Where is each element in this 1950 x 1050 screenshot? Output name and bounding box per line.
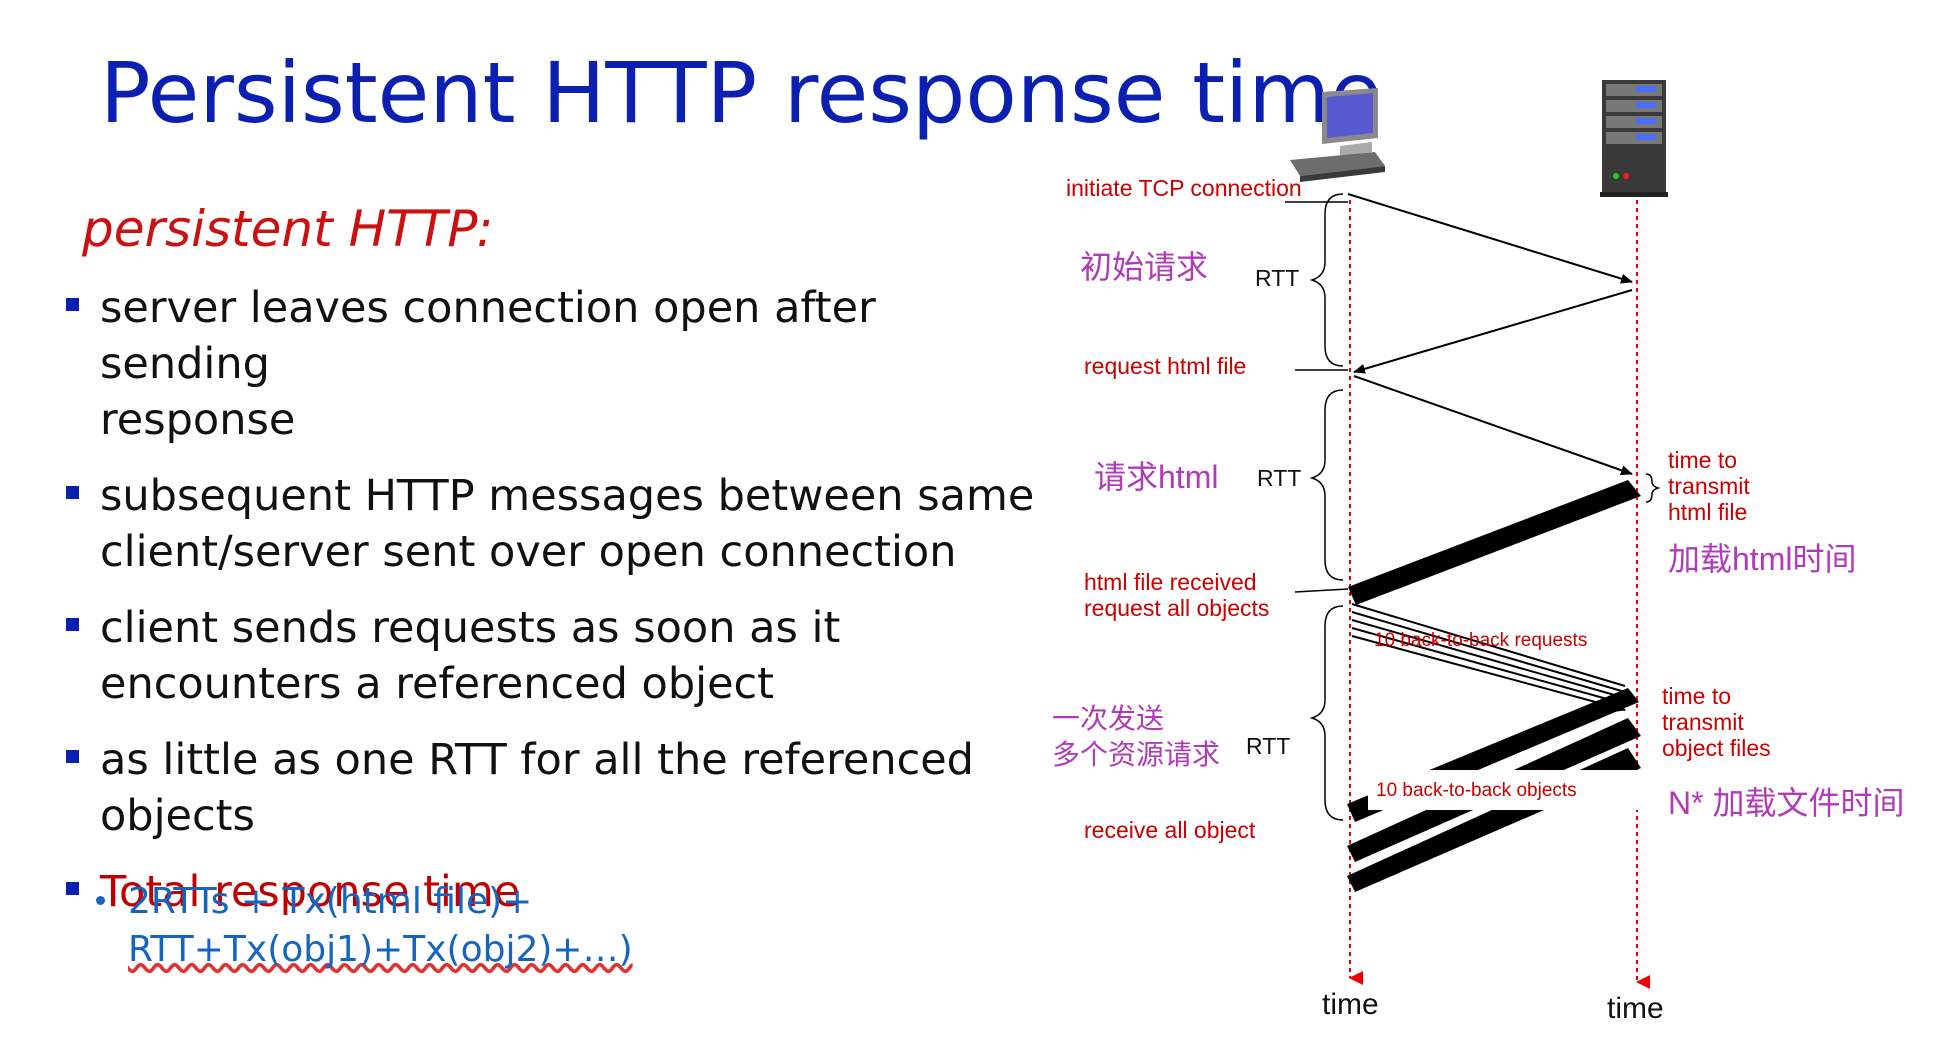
bullet-line: server leaves connection open after send… — [100, 283, 876, 389]
sub-bullet-formula: 2RTTs + Tx(html file)+ RTT+Tx(obj1)+Tx(o… — [96, 878, 728, 974]
label-rtt-2: RTT — [1257, 465, 1301, 491]
label-transmit-html-3: html file — [1668, 499, 1747, 525]
rtt-brace-3 — [1309, 605, 1344, 821]
section-subtitle: persistent HTTP: — [82, 200, 494, 258]
formula-line-2: RTT+Tx(obj1)+Tx(obj2)+…) — [128, 929, 633, 970]
html-transfer-band — [1348, 480, 1641, 605]
label-rtt-3: RTT — [1246, 733, 1290, 759]
label-request-html: request html file — [1084, 353, 1246, 379]
bullet-line: Total response time — [100, 867, 521, 917]
bullet-line: subsequent HTTP messages between same — [100, 471, 1035, 521]
label-request-all: request all objects — [1084, 595, 1269, 621]
bullet-square-icon — [66, 298, 79, 311]
bullet-list: server leaves connection open after send… — [60, 280, 1040, 940]
bullet-line: as little as one RTT for all the referen… — [100, 735, 974, 785]
label-initiate-tcp: initiate TCP connection — [1066, 175, 1302, 201]
bullet-line: client sends requests as soon as it — [100, 603, 841, 653]
request-html-arrow — [1353, 375, 1633, 476]
label-transmit-objects-2: transmit — [1662, 709, 1744, 735]
back-to-back-requests — [1351, 603, 1626, 712]
bullet-item: client sends requests as soon as it encou… — [60, 600, 1040, 712]
label-cn-load-html: 加载html时间 — [1668, 541, 1856, 577]
label-cn-req-html: 请求html — [1094, 459, 1218, 495]
bullet-square-icon — [66, 618, 79, 631]
syn-arrow — [1347, 193, 1633, 284]
label-cn-load-files: N* 加载文件时间 — [1668, 785, 1904, 821]
bullet-item: server leaves connection open after send… — [60, 280, 1040, 448]
label-cn-initial: 初始请求 — [1080, 249, 1208, 285]
client-computer-icon — [1290, 88, 1385, 182]
label-server-time: time — [1607, 992, 1664, 1025]
transmit-brace — [1645, 473, 1661, 503]
bullet-square-icon — [66, 882, 79, 895]
label-b2b-requests: 10 back-to-back requests — [1374, 630, 1587, 651]
label-cn-send-many-2: 多个资源请求 — [1052, 739, 1220, 770]
bullet-item: subsequent HTTP messages between same cli… — [60, 468, 1040, 580]
bullet-item: as little as one RTT for all the referen… — [60, 732, 1040, 844]
label-html-received: html file received — [1084, 569, 1257, 595]
slide-title: Persistent HTTP response time — [100, 44, 1382, 142]
label-transmit-objects-1: time to — [1662, 683, 1731, 709]
label-transmit-objects-3: object files — [1662, 735, 1771, 761]
rtt-brace-2 — [1309, 389, 1344, 581]
label-b2b-objects: 10 back-to-back objects — [1376, 780, 1577, 801]
label-receive-all: receive all object — [1084, 817, 1256, 843]
server-tower-icon — [1600, 80, 1668, 197]
label-transmit-html-1: time to — [1668, 447, 1737, 473]
label-cn-send-many-1: 一次发送 — [1052, 703, 1164, 734]
bullet-item-total: Total response time — [60, 864, 1040, 920]
bullet-line: response — [100, 395, 296, 445]
rtt-brace-1 — [1309, 193, 1344, 367]
bullet-square-icon — [66, 750, 79, 763]
label-client-time: time — [1322, 988, 1379, 1021]
label-transmit-html-2: transmit — [1668, 473, 1750, 499]
bullet-line: client/server sent over open connection — [100, 527, 957, 577]
formula-line-1: 2RTTs + Tx(html file)+ — [128, 881, 533, 922]
bullet-line: objects — [100, 791, 255, 841]
bullet-line: encounters a referenced object — [100, 659, 775, 709]
synack-arrow — [1353, 289, 1633, 374]
label-rtt-1: RTT — [1255, 265, 1299, 291]
sub-bullet-dot-icon — [96, 896, 105, 905]
bullet-square-icon — [66, 486, 79, 499]
